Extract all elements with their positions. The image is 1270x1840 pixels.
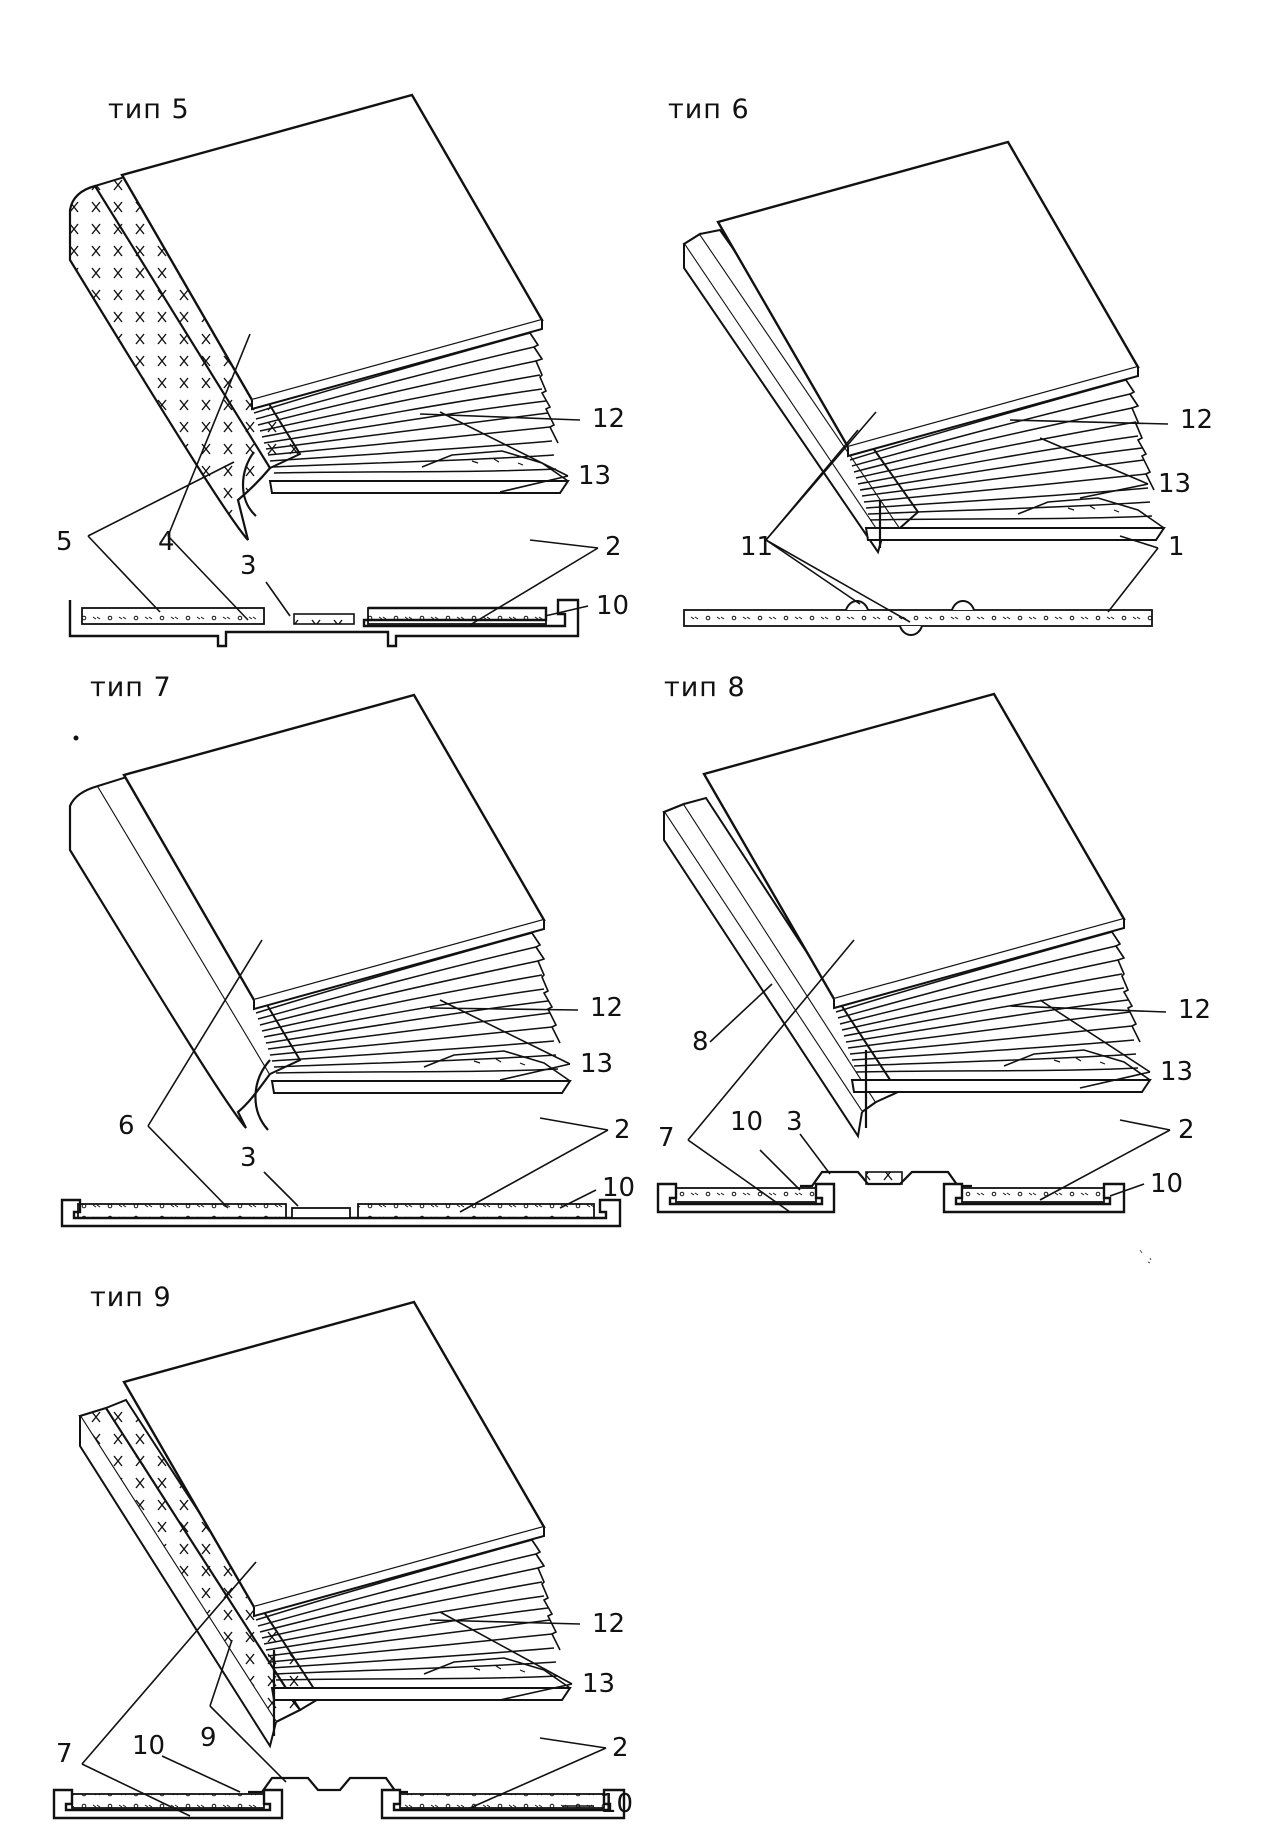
label-13: 13 [1160,1057,1193,1087]
label-13: 13 [580,1049,613,1079]
label-3: 3 [240,551,257,581]
label-12: 12 [1180,405,1213,435]
cross-section [683,600,1153,636]
figure-title: тип 6 [668,94,750,125]
figure-type-8: тип 8 12 13 2 10 3 10 8 [656,672,1211,1214]
label-6: 6 [118,1111,135,1141]
label-12: 12 [592,404,625,434]
label-3: 3 [786,1107,803,1137]
label-12: 12 [590,993,623,1023]
label-7: 7 [56,1739,73,1769]
label-3: 3 [240,1143,257,1173]
label-10: 10 [132,1731,165,1761]
label-11: 11 [740,532,773,562]
label-10: 10 [600,1789,633,1819]
label-10: 10 [730,1107,763,1137]
label-8: 8 [692,1027,709,1057]
cross-section [52,1776,626,1820]
label-10: 10 [1150,1169,1183,1199]
label-9: 9 [200,1723,217,1753]
figure-type-6: тип 6 12 13 1 11 [668,94,1213,636]
label-1: 1 [1168,532,1185,562]
label-5: 5 [56,527,73,557]
label-2: 2 [1178,1115,1195,1145]
figure-title: тип 7 [90,672,172,703]
label-4: 4 [158,527,175,557]
cross-section [656,1170,1126,1214]
cross-section [60,1198,622,1228]
figure-type-5: тип 5 12 13 2 10 3 4 5 [56,93,629,648]
label-13: 13 [582,1669,615,1699]
figure-title: тип 5 [108,94,190,125]
label-13: 13 [1158,469,1191,499]
label-12: 12 [1178,995,1211,1025]
label-2: 2 [612,1733,629,1763]
label-2: 2 [605,532,622,562]
cross-section [68,598,580,648]
label-10: 10 [596,591,629,621]
label-7: 7 [658,1123,675,1153]
figure-type-7: тип 7 12 13 2 10 3 6 [60,672,635,1228]
label-2: 2 [614,1115,631,1145]
label-10: 10 [602,1173,635,1203]
label-13: 13 [578,461,611,491]
figure-title: тип 8 [664,672,746,703]
label-12: 12 [592,1609,625,1639]
figure-title: тип 9 [90,1282,172,1313]
figure-type-9: тип 9 12 13 2 10 9 10 7 [52,1282,633,1820]
